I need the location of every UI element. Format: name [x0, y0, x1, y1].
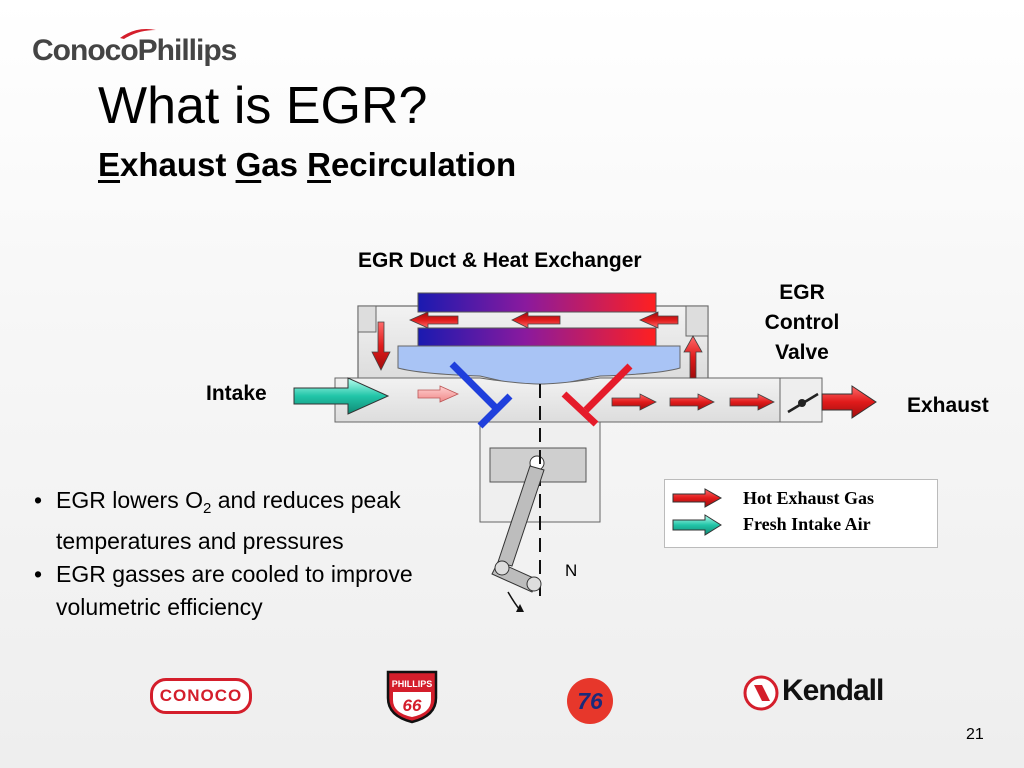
mixed-flow-arrow	[417, 385, 459, 403]
bullet-list: • EGR lowers O2 and reduces peak tempera…	[34, 484, 454, 624]
heat-exchanger-bottom	[417, 327, 657, 347]
connecting-rod	[497, 465, 545, 567]
phillips66-logo-top: PHILLIPS	[392, 679, 433, 689]
intake-valve	[449, 361, 513, 429]
slide-title: What is EGR?	[98, 77, 428, 135]
crank-pin	[494, 560, 510, 576]
legend-fresh-label: Fresh Intake Air	[743, 514, 871, 534]
egr-flow-arrows	[371, 311, 703, 379]
subtitle-initial-e: E	[98, 146, 121, 183]
exhaust-label: Exhaust	[907, 394, 989, 417]
intake-arrow	[293, 377, 390, 415]
fresh-arrow-icon	[672, 514, 722, 536]
valve-label: EGR Control Valve	[740, 278, 864, 368]
swoosh-icon	[120, 29, 156, 39]
bullet-text: EGR gasses are cooled to improve volumet…	[56, 561, 413, 620]
heat-exchanger-top	[417, 292, 657, 313]
exhaust-valve	[561, 363, 633, 427]
hot-arrow-icon	[672, 488, 723, 508]
valve-label-line1: EGR	[779, 281, 825, 304]
bullet-subscript: 2	[202, 500, 212, 517]
exhaust-flow-arrows	[611, 385, 877, 419]
76-logo-text: 76	[577, 688, 603, 714]
subtitle-initial-g: G	[235, 146, 262, 183]
slide-subtitle: Exhaust Gas Recirculation	[98, 146, 516, 184]
rotation-label: N	[565, 561, 578, 580]
conocophillips-logo: ConocoPhillips	[32, 34, 237, 67]
subtitle-initial-r: R	[307, 146, 331, 183]
legend: Hot Exhaust Gas Fresh Intake Air	[664, 479, 938, 548]
control-valve-pivot	[798, 399, 806, 407]
valve-label-line2: Control	[764, 311, 840, 334]
bullet-item: • EGR gasses are cooled to improve volum…	[34, 558, 454, 624]
76-logo: 76	[567, 678, 613, 724]
bullet-item: • EGR lowers O2 and reduces peak tempera…	[34, 484, 454, 558]
rotation-arrow-arc	[507, 591, 521, 611]
bullet-text-cont: and reduces peak temperatures and pressu…	[56, 487, 401, 554]
kendall-logo-text: Kendall	[782, 674, 884, 707]
rotation-arrow-head	[516, 604, 524, 612]
phillips66-logo-number: 66	[403, 696, 422, 715]
valve-label-line3: Valve	[775, 341, 829, 364]
duct-label: EGR Duct & Heat Exchanger	[358, 249, 642, 272]
phillips66-logo: PHILLIPS 66	[386, 670, 438, 724]
intake-label: Intake	[206, 382, 267, 405]
subtitle-word-2-rest: as	[261, 146, 308, 183]
subtitle-word-1-rest: xhaust	[120, 146, 236, 183]
bullet-dot: •	[34, 487, 43, 513]
legend-hot-label: Hot Exhaust Gas	[743, 488, 875, 508]
kendall-logo: Kendall	[742, 674, 902, 714]
bullet-dot: •	[34, 561, 43, 587]
kendall-emblem-icon	[743, 675, 779, 711]
bullet-text: EGR lowers O	[56, 487, 203, 513]
crankshaft	[526, 576, 542, 592]
conoco-logo: CONOCO	[150, 678, 252, 714]
page-number: 21	[966, 726, 984, 743]
subtitle-word-3-rest: ecirculation	[330, 146, 517, 183]
